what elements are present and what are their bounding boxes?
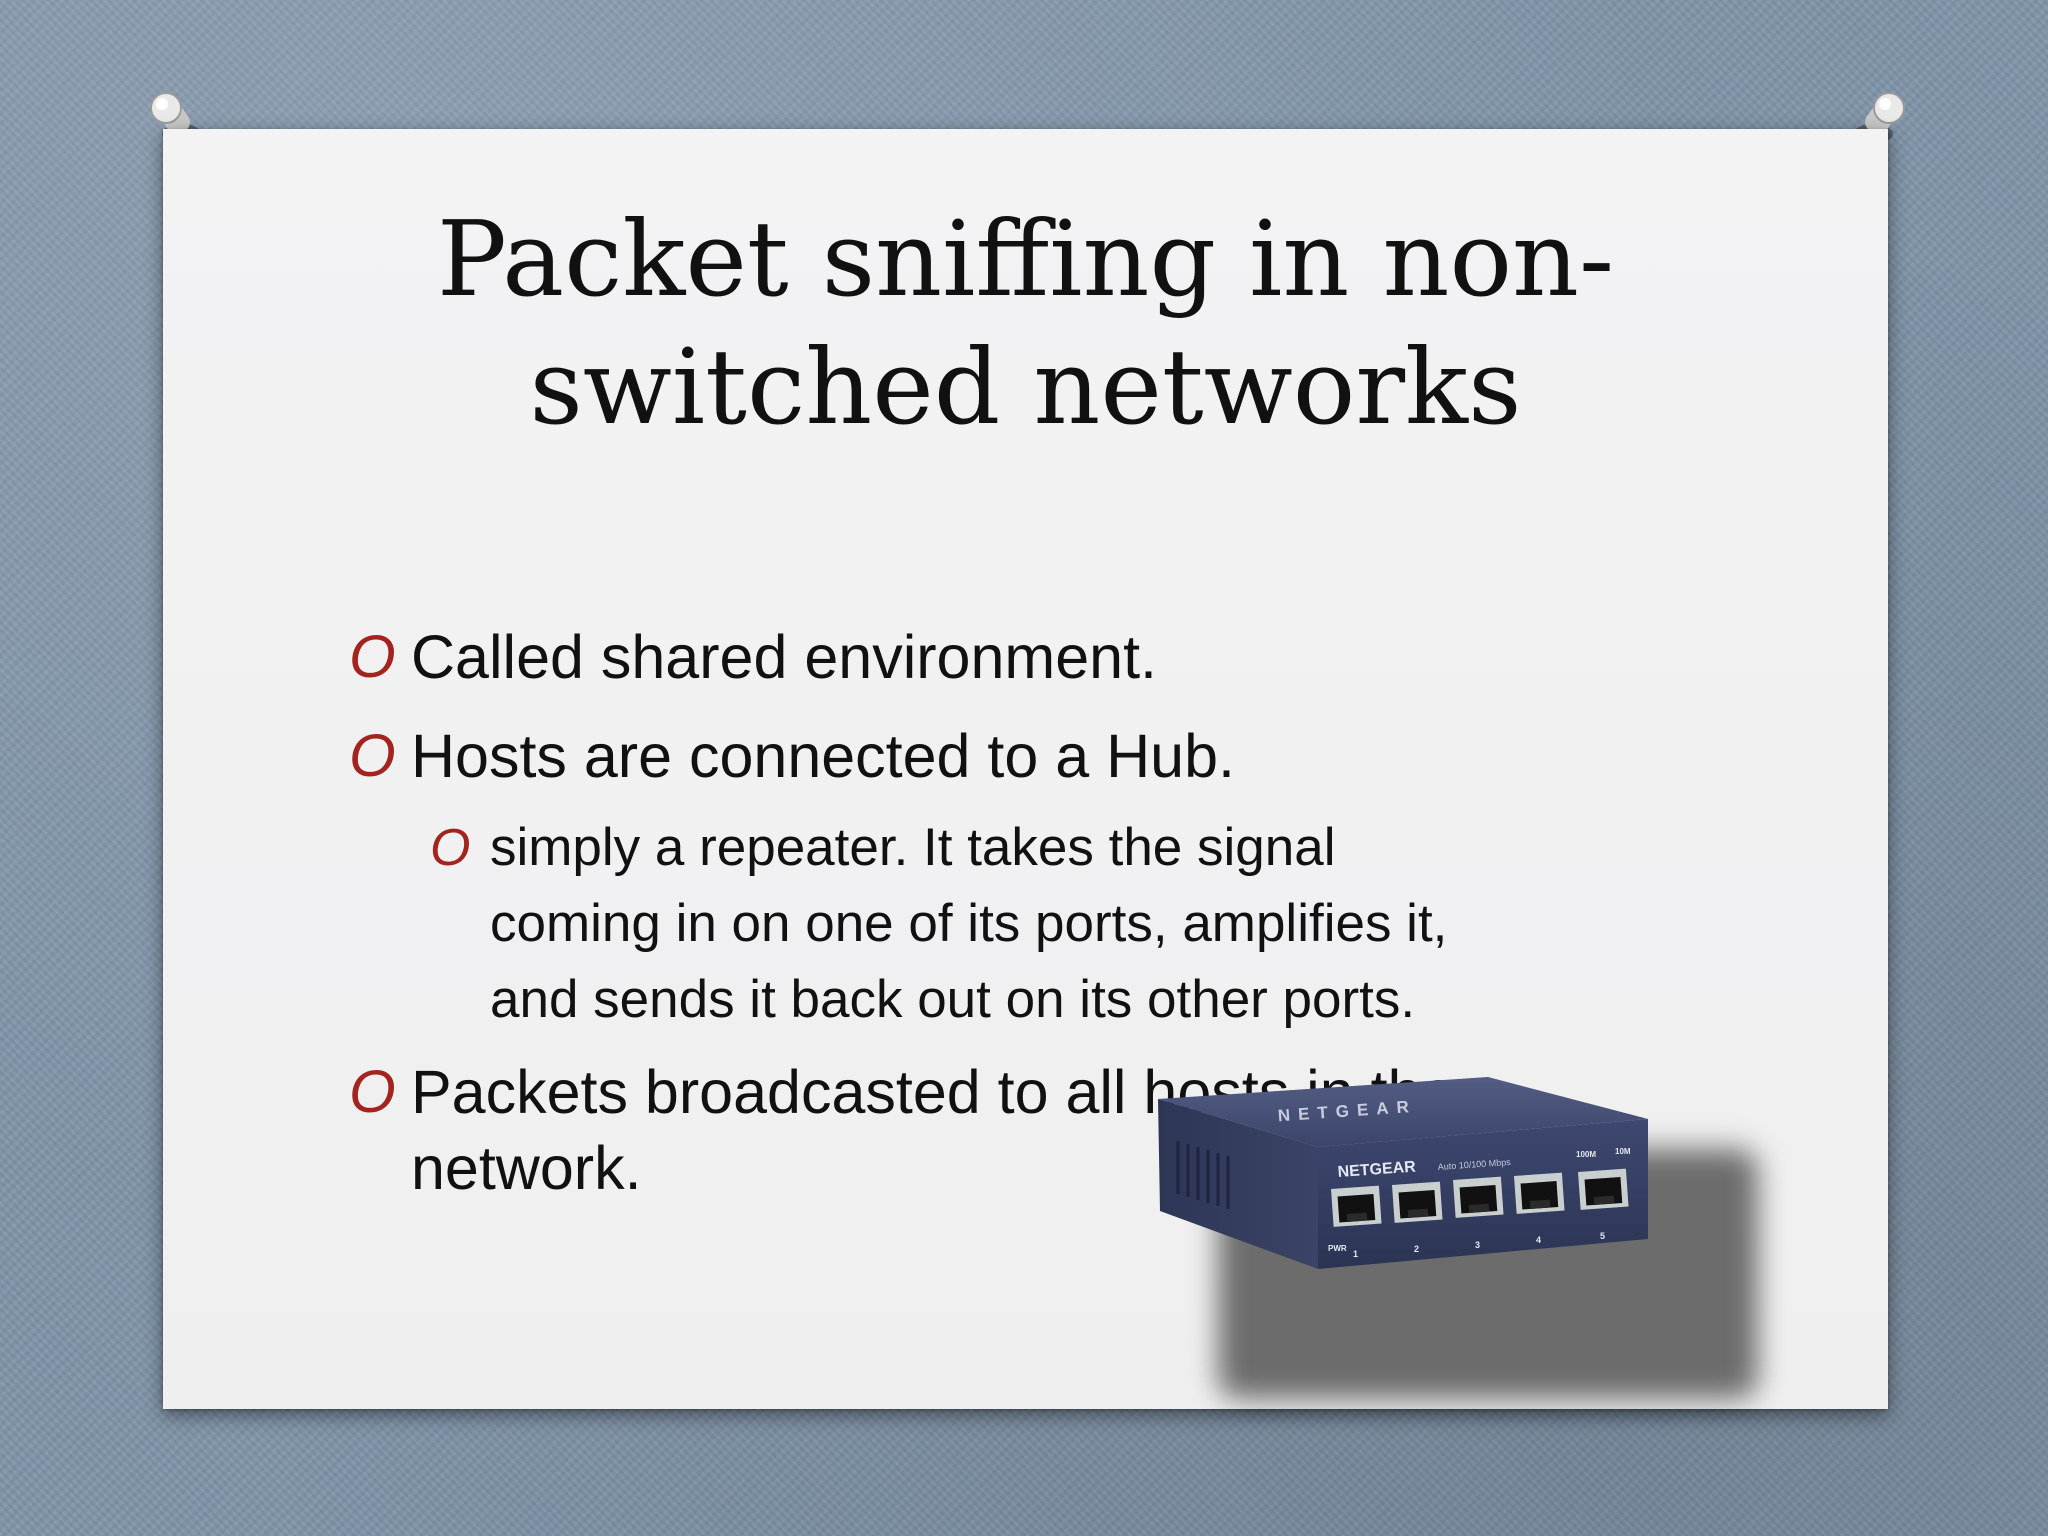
bullet-item: O Hosts are connected to a Hub. — [349, 718, 1235, 794]
bullet-line: network. — [411, 1134, 642, 1202]
port-number: 4 — [1536, 1235, 1541, 1245]
sub-bullet-line: coming in on one of its ports, amplifies… — [490, 894, 1448, 953]
slide-title: Packet sniffing in non- switched network… — [163, 195, 1888, 451]
bullet-text: Hosts are connected to a Hub. — [411, 722, 1235, 790]
bullet-item: O Called shared environment. — [349, 619, 1157, 695]
bullet-text: Called shared environment. — [411, 623, 1157, 691]
port-number: 2 — [1414, 1244, 1419, 1254]
bullet-marker-icon: O — [430, 819, 471, 877]
bullet-list: O Called shared environment. O Hosts are… — [163, 129, 1888, 1409]
sub-bullet-line: simply a repeater. It takes the signal — [490, 818, 1336, 877]
title-line-2: switched networks — [529, 326, 1522, 448]
sub-bullet-item: O simply a repeater. It takes the signal… — [430, 810, 1630, 1038]
title-line-1: Packet sniffing in non- — [436, 198, 1615, 320]
sub-bullet-line: and sends it back out on its other ports… — [490, 970, 1416, 1029]
sub-bullet-text: simply a repeater. It takes the signal c… — [490, 810, 1447, 1038]
bullet-marker-icon: O — [349, 1058, 396, 1125]
bullet-marker-icon: O — [349, 623, 396, 690]
network-hub-image: NETGEAR NETGEAR Auto 10/100 Mbps 100M 10… — [1158, 1077, 1758, 1399]
port-number: 1 — [1353, 1249, 1358, 1259]
port-number: 5 — [1600, 1231, 1605, 1241]
port-number: 3 — [1475, 1240, 1480, 1250]
speed-label-100m: 100M — [1576, 1150, 1596, 1159]
bullet-marker-icon: O — [349, 722, 396, 789]
power-label: PWR — [1328, 1244, 1347, 1253]
speed-label-10m: 10M — [1615, 1147, 1631, 1156]
port-group — [1331, 1168, 1629, 1227]
brand-label: NETGEAR — [1337, 1159, 1417, 1181]
slide-paper: Packet sniffing in non- switched network… — [163, 129, 1888, 1409]
